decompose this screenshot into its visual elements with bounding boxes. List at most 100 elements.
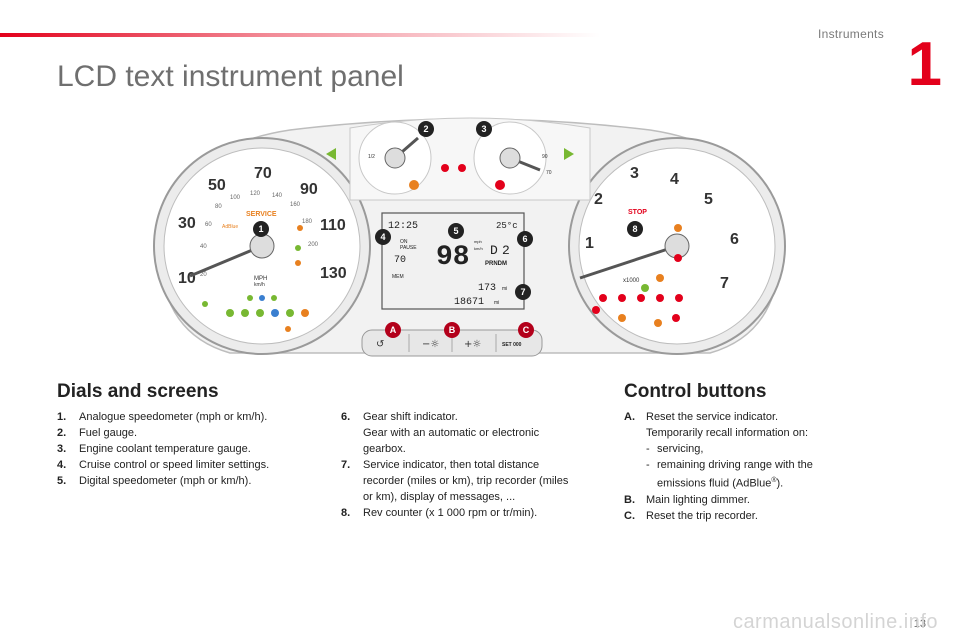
callout-5: 5: [453, 226, 458, 236]
lcd-gear: D: [490, 243, 498, 258]
item-letter: C.: [624, 509, 635, 522]
fuel-half-label: 1/2: [368, 154, 375, 160]
speedo-num-10: 10: [178, 270, 196, 287]
item-number: 6.: [341, 411, 351, 423]
instrument-panel-illustration: 10 30 50 70 90 110 130 20 40 60 80 100 1…: [153, 117, 786, 357]
speedo-num-110: 110: [320, 217, 346, 234]
speedo-kmh-140: 140: [272, 193, 283, 199]
item-text: Gear shift indicator.: [363, 411, 458, 423]
speedo-kmh-180: 180: [302, 219, 313, 225]
speedo-service-label: SERVICE: [246, 211, 277, 218]
tacho-num-2: 2: [594, 191, 603, 208]
item-number: 8.: [341, 507, 351, 519]
speedo-unit-kmh: km/h: [254, 282, 265, 288]
sub-item-end: ).: [776, 477, 784, 490]
speedo-warning-icons: [202, 225, 309, 332]
tacho-num-3: 3: [630, 165, 639, 182]
header-accent-bar: [0, 33, 600, 37]
top-warning-icons: [326, 148, 574, 190]
registered-mark: ®: [771, 477, 777, 484]
dials-heading: Dials and screens: [57, 381, 219, 402]
list-item: A. Reset the service indicator. Temporar…: [624, 409, 844, 492]
tacho-num-5: 5: [704, 191, 713, 208]
lcd-trip-unit: mi: [502, 286, 507, 292]
list-item: 7. Service indicator, then total distance…: [341, 457, 581, 505]
callout-B: B: [449, 325, 456, 335]
lcd-unit-mph: mph: [474, 239, 482, 244]
speedo-adblue-label: AdBlue: [222, 224, 238, 230]
tacho-stop-label: STOP: [628, 209, 647, 216]
lcd-gear-selected: 2: [502, 243, 510, 258]
tacho-multiplier: x1000: [623, 278, 640, 284]
speedo-kmh-40: 40: [200, 244, 207, 250]
item-number: 5.: [57, 475, 67, 487]
sub-item-text: remaining driving range with the emissio…: [657, 459, 813, 490]
list-item: 4. Cruise control or speed limiter settin…: [57, 457, 307, 473]
lcd-mem: MEM: [392, 274, 404, 280]
button-glyphs: ↺ −☼ +☼: [376, 339, 481, 350]
callout-8: 8: [632, 224, 637, 234]
coolant-low-label: 70: [546, 170, 552, 176]
tacho-num-6: 6: [730, 231, 739, 248]
item-number: 3.: [57, 443, 67, 455]
item-text: Service indicator, then total distance r…: [363, 459, 569, 503]
item-text: Cruise control or speed limiter settings…: [79, 459, 270, 471]
list-item: 1.Analogue speedometer (mph or km/h).: [57, 409, 307, 425]
list-item: B. Main lighting dimmer.: [624, 492, 844, 508]
callout-C: C: [523, 325, 530, 335]
speedo-kmh-120: 120: [250, 191, 261, 197]
item-text: Rev counter (x 1 000 rpm or tr/min).: [363, 507, 538, 519]
item-text: Reset the service indicator.: [646, 411, 779, 423]
lcd-speed: 98: [436, 242, 470, 273]
item-number: 4.: [57, 459, 67, 471]
item-number: 7.: [341, 459, 351, 471]
item-text: Engine coolant temperature gauge.: [79, 443, 251, 455]
tacho-num-4: 4: [670, 171, 679, 188]
item-text: Fuel gauge.: [79, 427, 138, 439]
callout-7: 7: [520, 287, 525, 297]
speedo-num-30: 30: [178, 215, 196, 232]
callout-4: 4: [380, 232, 385, 242]
speedo-kmh-60: 60: [205, 222, 212, 228]
lcd-cruise-on: ON: [400, 239, 408, 245]
item-text: Gear with an automatic or electronic gea…: [363, 427, 540, 455]
callout-3: 3: [481, 124, 486, 134]
speedo-kmh-160: 160: [290, 202, 301, 208]
list-item: 5. Digital speedometer (mph or km/h).: [57, 473, 307, 489]
sub-item: remaining driving range with the emissio…: [646, 457, 844, 492]
lcd-time: 12:25: [388, 221, 418, 232]
speedo-kmh-100: 100: [230, 195, 241, 201]
watermark: carmanualsonline.info: [732, 611, 938, 633]
tacho-num-7: 7: [720, 275, 729, 292]
lcd-total-distance: 18671: [454, 297, 484, 308]
lcd-unit-kmh: km/h: [474, 246, 483, 251]
coolant-high-label: 90: [542, 154, 548, 160]
speedo-num-130: 130: [320, 265, 347, 282]
button-c-set-label: SET 000: [502, 342, 522, 348]
dials-list-left: 1.Analogue speedometer (mph or km/h). 2.…: [57, 409, 307, 489]
section-label: Instruments: [818, 27, 884, 41]
page-title: LCD text instrument panel: [57, 60, 404, 93]
svg-text:+☼: +☼: [464, 339, 481, 350]
chapter-number: 1: [907, 30, 942, 99]
item-text: Digital speedometer (mph or km/h).: [79, 475, 252, 487]
item-text: Main lighting dimmer.: [646, 493, 750, 506]
item-text: Analogue speedometer (mph or km/h).: [79, 411, 268, 423]
sub-item-text: servicing,: [657, 443, 704, 455]
lcd-prnd: PRNDM: [485, 261, 507, 267]
speedo-unit-mph: MPH: [254, 276, 267, 282]
speedo-num-70: 70: [254, 165, 272, 182]
controls-list: A. Reset the service indicator. Temporar…: [624, 409, 844, 524]
lcd-cruise-pause: PAUSE: [400, 245, 417, 251]
tacho-warning-icons: [592, 224, 683, 327]
list-item: Gear with an automatic or electronic gea…: [341, 425, 581, 457]
item-number: 2.: [57, 427, 67, 439]
item-letter: B.: [624, 493, 635, 506]
sub-item: servicing,: [646, 441, 844, 457]
speedo-kmh-20: 20: [200, 272, 207, 278]
callout-6: 6: [522, 234, 527, 244]
speedo-kmh-80: 80: [215, 204, 222, 210]
callout-A: A: [390, 325, 397, 335]
list-item: 2. Fuel gauge.: [57, 425, 307, 441]
item-text: Temporarily recall information on:: [646, 427, 809, 439]
